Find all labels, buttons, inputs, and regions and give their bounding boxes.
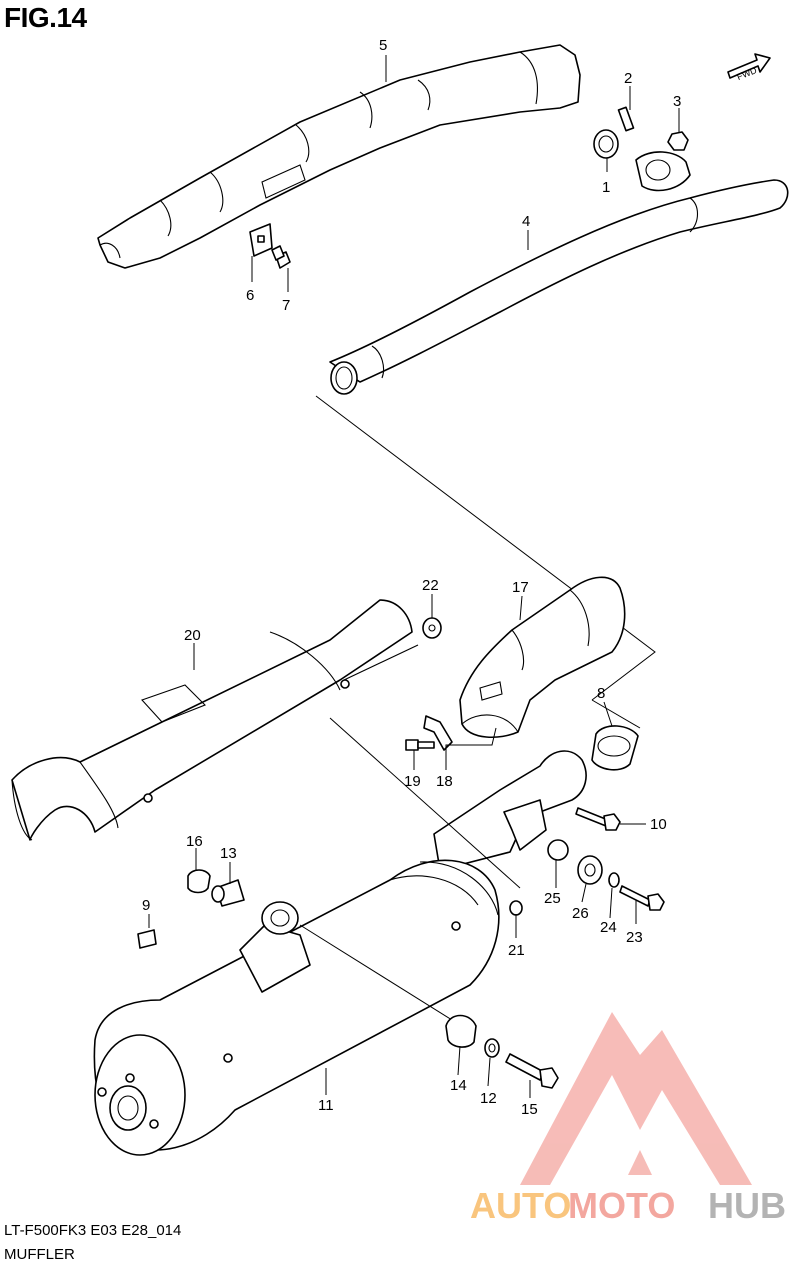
callout-25: 25 bbox=[544, 890, 561, 907]
exhaust-pipe-part[interactable] bbox=[329, 179, 789, 395]
callout-18: 18 bbox=[436, 773, 453, 790]
pipe-gasket-part[interactable] bbox=[593, 129, 619, 159]
callout-14: 14 bbox=[450, 1077, 467, 1094]
side-washer-part[interactable] bbox=[608, 872, 620, 888]
callout-8: 8 bbox=[597, 685, 605, 702]
muffler-nut-part[interactable] bbox=[509, 900, 523, 916]
inner-heat-shield-part[interactable] bbox=[459, 576, 626, 739]
callout-24: 24 bbox=[600, 919, 617, 936]
assembly-guide-line bbox=[315, 395, 656, 701]
figure-title: FIG.14 bbox=[4, 2, 87, 33]
callout-15: 15 bbox=[521, 1101, 538, 1118]
cover-grommet-part[interactable] bbox=[422, 617, 442, 639]
rubber-grommet-part[interactable] bbox=[187, 869, 211, 894]
callout-4: 4 bbox=[522, 213, 530, 230]
callout-9: 9 bbox=[142, 897, 150, 914]
upper-heat-shield-part[interactable] bbox=[97, 44, 581, 269]
callout-26: 26 bbox=[572, 905, 589, 922]
assembly-guide-line-2 bbox=[591, 699, 641, 729]
automotohub-logo: AUTO MOTO HUB bbox=[470, 1012, 786, 1226]
callout-numbers: 5 2 3 1 4 6 7 22 17 20 8 19 18 10 16 13 … bbox=[142, 37, 681, 1118]
logo-triangle-mark bbox=[520, 1012, 752, 1185]
side-collar-part[interactable] bbox=[547, 839, 569, 861]
figure-caption: MUFFLER bbox=[4, 1246, 75, 1263]
muffler-body-part[interactable] bbox=[93, 750, 587, 1156]
callout-17: 17 bbox=[512, 579, 529, 596]
figure-model-code: LT-F500FK3 E03 E28_014 bbox=[4, 1222, 182, 1239]
forward-arrow-icon: FWD bbox=[727, 53, 771, 82]
logo-text-hub: HUB bbox=[708, 1185, 786, 1226]
callout-23: 23 bbox=[626, 929, 643, 946]
lower-bolt-part[interactable] bbox=[505, 1053, 559, 1089]
callout-leaders bbox=[148, 55, 680, 1098]
callout-19: 19 bbox=[404, 773, 421, 790]
clip-bolt-part[interactable] bbox=[405, 739, 435, 751]
side-bolt-part[interactable] bbox=[619, 885, 665, 911]
lower-grommet-part[interactable] bbox=[445, 1014, 477, 1048]
callout-16: 16 bbox=[186, 833, 203, 850]
callout-1: 1 bbox=[602, 179, 610, 196]
lower-washer-part[interactable] bbox=[484, 1038, 500, 1058]
shield-clamp-part[interactable] bbox=[249, 223, 273, 257]
callout-7: 7 bbox=[282, 297, 290, 314]
mount-collar-part[interactable] bbox=[211, 879, 245, 907]
pipe-connector-part[interactable] bbox=[591, 725, 639, 771]
callout-6: 6 bbox=[246, 287, 254, 304]
rubber-damper-part[interactable] bbox=[137, 929, 157, 949]
callout-13: 13 bbox=[220, 845, 237, 862]
callout-21: 21 bbox=[508, 942, 525, 959]
cover-guide-line bbox=[329, 717, 521, 889]
callout-5: 5 bbox=[379, 37, 387, 54]
muffler-cover-part[interactable] bbox=[11, 599, 419, 841]
connector-bolt-part[interactable] bbox=[575, 807, 621, 831]
callout-2: 2 bbox=[624, 70, 632, 87]
callout-10: 10 bbox=[650, 816, 667, 833]
callout-20: 20 bbox=[184, 627, 201, 644]
callout-3: 3 bbox=[673, 93, 681, 110]
callout-22: 22 bbox=[422, 577, 439, 594]
side-grommet-part[interactable] bbox=[577, 855, 603, 885]
logo-text-moto: MOTO bbox=[568, 1185, 675, 1226]
mount-guide-line bbox=[299, 924, 461, 1026]
flange-stud-part[interactable] bbox=[617, 106, 635, 132]
exhaust-flange-part[interactable] bbox=[635, 151, 691, 192]
shield-clip-part[interactable] bbox=[423, 715, 453, 751]
callout-12: 12 bbox=[480, 1090, 497, 1107]
callout-11: 11 bbox=[318, 1097, 334, 1114]
logo-text-auto: AUTO bbox=[470, 1185, 571, 1226]
shield-bolt-part[interactable] bbox=[271, 245, 291, 269]
flange-nut-part[interactable] bbox=[667, 131, 689, 151]
